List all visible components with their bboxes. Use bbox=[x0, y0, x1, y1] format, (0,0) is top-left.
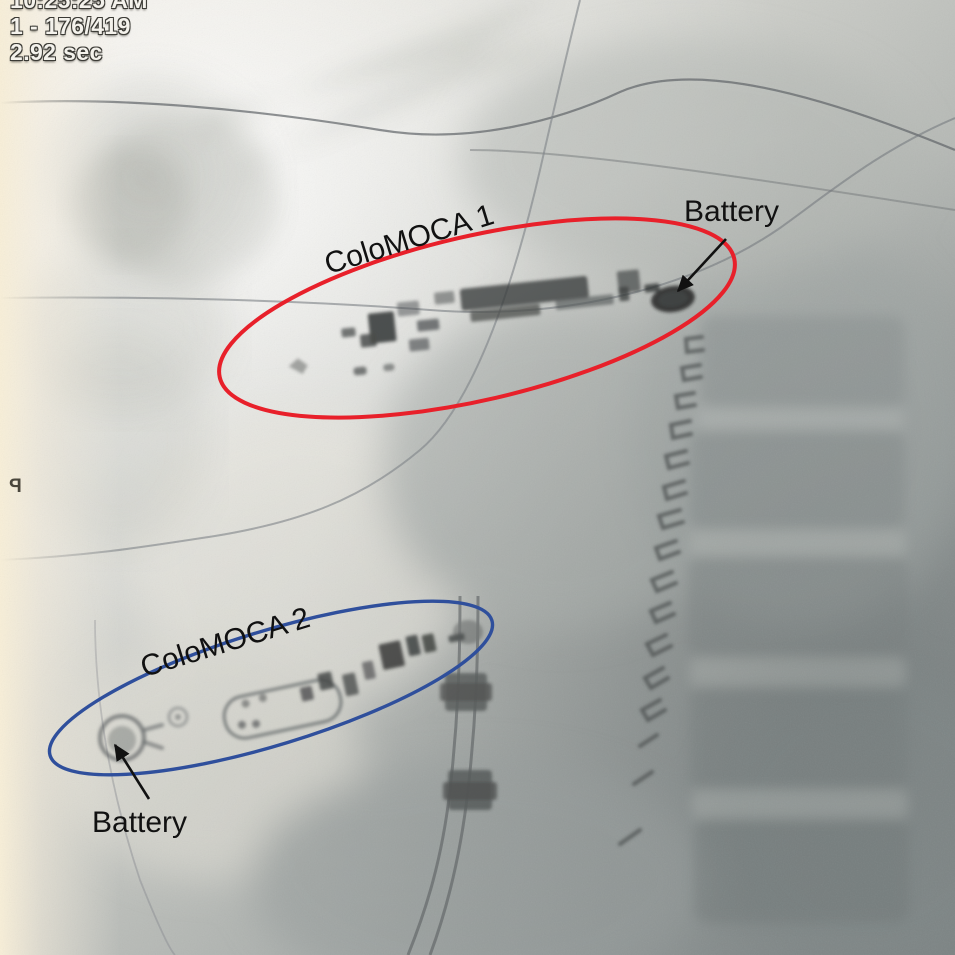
surgical-staple-line bbox=[618, 335, 705, 846]
battery-2-arrow bbox=[113, 743, 151, 800]
burnin-timestamp: 10:25:25 AM bbox=[10, 0, 148, 13]
catheter-tube bbox=[406, 595, 497, 955]
burnin-frame-counter: 1 - 176/419 bbox=[10, 13, 131, 39]
colomoca-1-device bbox=[288, 269, 695, 376]
orientation-marker-p: P bbox=[9, 476, 22, 497]
battery-bottom-label: Battery bbox=[92, 806, 188, 839]
colomoca-2-ellipse bbox=[47, 599, 495, 777]
battery-top-label: Battery bbox=[684, 195, 780, 228]
colomoca-1-ellipse bbox=[217, 216, 737, 420]
colomoca-2-device bbox=[98, 633, 465, 762]
burnin-duration: 2.92 sec bbox=[10, 39, 103, 65]
battery-1-arrow bbox=[676, 238, 727, 293]
